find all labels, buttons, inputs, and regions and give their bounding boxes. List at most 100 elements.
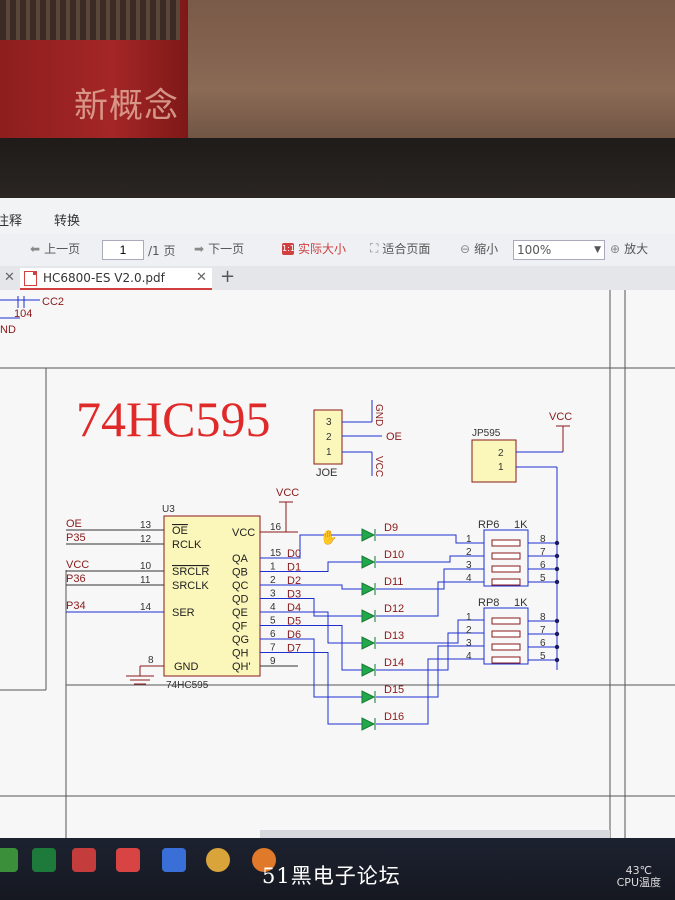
rp-value: 1K (514, 597, 528, 609)
tab-bar: ✕ HC6800-ES V2.0.pdf ✕ + (0, 266, 675, 290)
led-wire (376, 534, 484, 544)
prev-page-button[interactable]: ⬅ 上一页 (30, 241, 81, 257)
pin-name: QF (232, 621, 248, 633)
led-label: D13 (384, 630, 404, 642)
led-label: D14 (384, 657, 404, 669)
zoom-select[interactable]: 100%▼ (513, 240, 605, 260)
zoom-out-button[interactable]: ⊖ 缩小 (460, 241, 499, 257)
schematic-drawing: CC2 104 ND 74HC595 3 2 1 JOE GND OE VCC … (0, 290, 675, 838)
rp-pin: 7 (540, 625, 546, 636)
resistor (491, 539, 521, 547)
resistor (491, 643, 521, 651)
led-label: D9 (384, 522, 398, 534)
pin-net: D5 (287, 616, 301, 628)
tab-document[interactable]: HC6800-ES V2.0.pdf (20, 268, 212, 290)
close-icon[interactable]: ✕ (196, 270, 207, 285)
joe-header (313, 409, 343, 465)
word-icon[interactable] (162, 848, 186, 872)
pin-net: D7 (287, 643, 301, 655)
pin-net: D0 (287, 548, 301, 560)
rp-pin: 1 (466, 612, 472, 623)
pin-number: 6 (270, 629, 276, 640)
rp-pin: 2 (466, 547, 472, 558)
app-icon[interactable] (0, 848, 18, 872)
junction-dot (554, 579, 560, 585)
tab-title: HC6800-ES V2.0.pdf (43, 271, 165, 285)
actual-size-button[interactable]: 1:1 实际大小 (282, 242, 347, 256)
resistor (491, 565, 521, 573)
chevron-down-icon: ▼ (594, 245, 601, 255)
app-icon[interactable] (72, 848, 96, 872)
close-icon[interactable]: ✕ (4, 270, 15, 285)
menu-item-convert[interactable]: 转换 (54, 214, 81, 229)
pin-name: QD (232, 594, 249, 606)
pin-number: 15 (270, 548, 282, 559)
pin-name: QH' (232, 661, 251, 673)
led-wire (298, 611, 362, 644)
zoom-out-icon: ⊖ (460, 241, 471, 256)
book-cover: 新概念 (0, 0, 188, 140)
pin-name: QG (232, 634, 249, 646)
app-icon[interactable] (206, 848, 230, 872)
document-canvas: CC2 104 ND 74HC595 3 2 1 JOE GND OE VCC … (0, 290, 675, 838)
pin-name: QE (232, 607, 248, 619)
led-diode (361, 609, 376, 623)
toolbar: ⬅ 上一页 /1 页 ➡ 下一页 1:1 实际大小 ⛶ 适合页面 ⊖ 缩小 10… (0, 234, 675, 264)
rp-pin: 7 (540, 547, 546, 558)
u3-ref: U3 (162, 504, 175, 515)
page-total: /1 页 (148, 243, 176, 258)
pin-name: QH (232, 648, 249, 660)
led-diode (361, 636, 376, 650)
joe-ref: JOE (316, 467, 337, 479)
label-cap: 104 (14, 308, 32, 320)
zoom-in-icon: ⊕ (610, 241, 621, 256)
pin-number: 12 (140, 534, 152, 545)
arrow-right-icon: ➡ (194, 241, 205, 256)
browser-icon[interactable] (252, 848, 276, 872)
led-wire (376, 632, 484, 671)
joe-net: GND (373, 404, 384, 426)
menu-item-annotate[interactable]: 注释 (0, 214, 23, 229)
cpu-temperature: 43℃ CPU温度 (616, 864, 661, 889)
resistor (491, 578, 521, 586)
led-wire (376, 568, 484, 590)
resistor (491, 617, 521, 625)
led-label: D11 (384, 576, 403, 588)
page-number-input[interactable] (102, 240, 144, 260)
pin-net: D2 (287, 575, 301, 587)
rp-ref: RP6 (478, 519, 499, 531)
pin-net: D1 (287, 562, 301, 574)
led-diode (361, 528, 376, 542)
next-page-button[interactable]: ➡ 下一页 (194, 241, 245, 257)
rp-pin: 5 (540, 573, 546, 584)
pin-name: QA (232, 553, 249, 565)
label-cc2: CC2 (42, 296, 64, 308)
pin-number: 5 (270, 616, 276, 627)
pdf-file-icon (24, 270, 37, 286)
fit-page-button[interactable]: ⛶ 适合页面 (370, 241, 431, 256)
pin-number: 11 (140, 575, 151, 586)
rp-ref: RP8 (478, 597, 499, 609)
rp-pin: 4 (466, 651, 472, 662)
pin-number: 3 (270, 589, 276, 600)
monitor-bezel (0, 138, 675, 200)
led-wire (376, 555, 484, 563)
fit-page-icon: ⛶ (370, 241, 379, 255)
jp595-pin: 1 (498, 462, 504, 473)
pin-name: RCLK (172, 539, 202, 551)
zoom-in-button[interactable]: ⊕ 放大 (610, 241, 649, 257)
led-wire (376, 619, 484, 644)
pin-number: 2 (270, 575, 276, 586)
rp-pin: 4 (466, 573, 472, 584)
pin-name: GND (174, 661, 199, 673)
horizontal-scrollbar[interactable] (260, 830, 610, 838)
led-diode (361, 555, 376, 569)
pdf-reader-icon[interactable] (116, 848, 140, 872)
vcc-net: VCC (276, 487, 299, 499)
excel-icon[interactable] (32, 848, 56, 872)
add-tab-icon[interactable]: + (220, 266, 236, 287)
pin-number: 7 (270, 643, 276, 654)
led-wire (376, 581, 484, 617)
led-wire (298, 638, 362, 698)
pin-name: QC (232, 580, 249, 592)
